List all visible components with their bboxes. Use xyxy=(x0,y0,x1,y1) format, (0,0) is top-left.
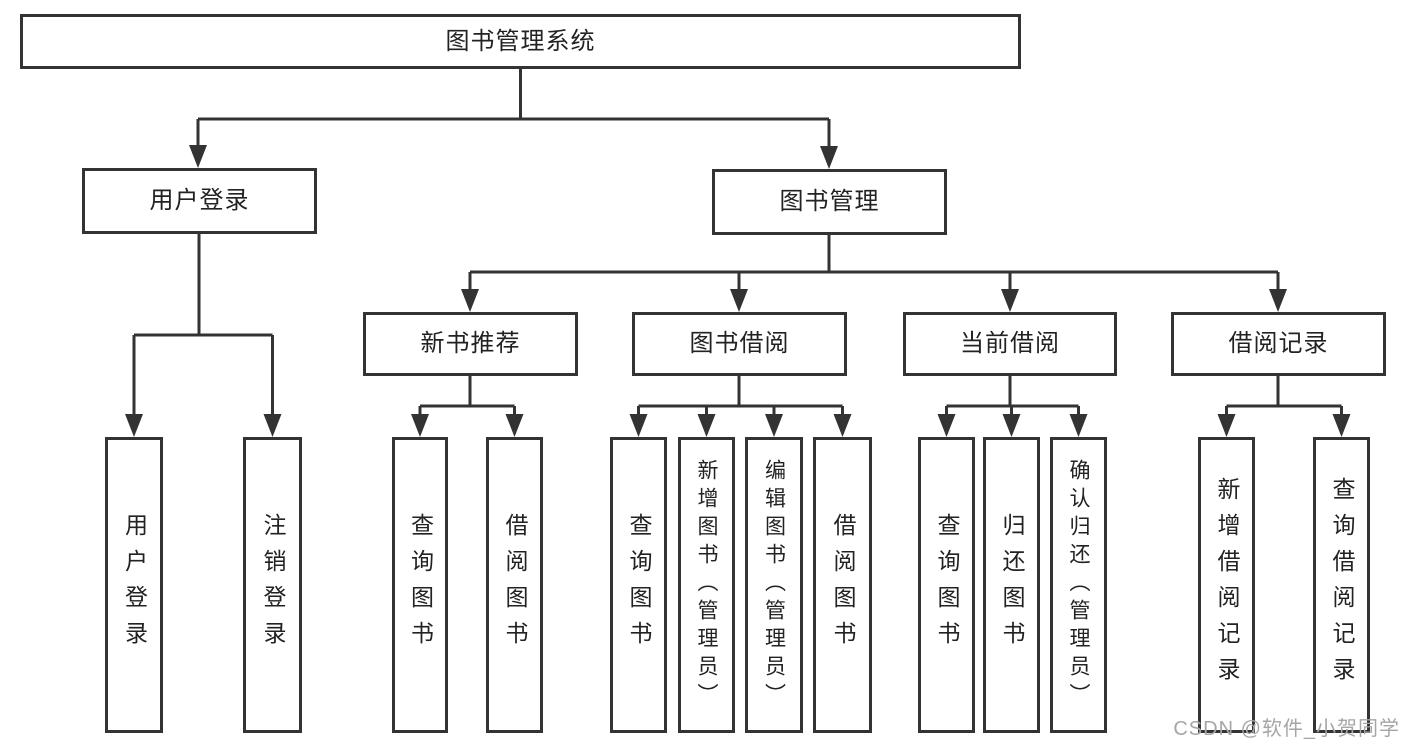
leaf-user-login: 用户登录 xyxy=(105,437,163,733)
node-book-management: 图书管理 xyxy=(712,169,947,235)
leaf-query-books-borrow-label: 查询图书 xyxy=(626,513,652,657)
leaf-borrow-books-recommend: 借阅图书 xyxy=(486,437,543,733)
leaf-add-book-admin: 新增图书（管理员） xyxy=(678,437,735,733)
leaf-borrow-books-recommend-label: 借阅图书 xyxy=(502,513,528,657)
node-book-borrow: 图书借阅 xyxy=(632,312,847,376)
node-user-login: 用户登录 xyxy=(82,168,317,234)
leaf-confirm-return-admin-label: 确认归还（管理员） xyxy=(1067,459,1090,711)
leaf-query-books-current-label: 查询图书 xyxy=(934,513,960,657)
node-root: 图书管理系统 xyxy=(20,14,1021,69)
leaf-query-books-current: 查询图书 xyxy=(918,437,975,733)
leaf-query-books-borrow: 查询图书 xyxy=(610,437,667,733)
leaf-user-login-label: 用户登录 xyxy=(121,513,148,657)
leaf-query-borrow-record: 查询借阅记录 xyxy=(1313,437,1370,733)
leaf-query-books-recommend: 查询图书 xyxy=(392,437,448,733)
arrowheads xyxy=(125,145,1351,437)
leaf-borrow-books-borrow-label: 借阅图书 xyxy=(830,513,856,657)
node-current-borrow: 当前借阅 xyxy=(903,312,1117,376)
node-new-book-recommend: 新书推荐 xyxy=(363,312,578,376)
leaf-add-borrow-record: 新增借阅记录 xyxy=(1198,437,1255,733)
leaf-edit-book-admin-label: 编辑图书（管理员） xyxy=(762,459,786,711)
leaf-confirm-return-admin: 确认归还（管理员） xyxy=(1050,437,1107,733)
watermark: CSDN @软件_小贺同学 xyxy=(1173,718,1400,740)
leaf-add-book-admin-label: 新增图书（管理员） xyxy=(695,459,718,711)
connector-paths xyxy=(132,69,1343,420)
leaf-edit-book-admin: 编辑图书（管理员） xyxy=(745,437,803,733)
leaf-logout-login: 注销登录 xyxy=(243,437,302,733)
leaf-query-borrow-record-label: 查询借阅记录 xyxy=(1329,477,1355,693)
leaf-query-books-recommend-label: 查询图书 xyxy=(407,513,434,657)
leaf-logout-login-label: 注销登录 xyxy=(260,513,286,657)
leaf-add-borrow-record-label: 新增借阅记录 xyxy=(1214,477,1240,693)
leaf-return-book: 归还图书 xyxy=(983,437,1040,733)
node-borrow-record: 借阅记录 xyxy=(1171,312,1386,376)
leaf-return-book-label: 归还图书 xyxy=(999,513,1025,657)
leaf-borrow-books-borrow: 借阅图书 xyxy=(813,437,872,733)
